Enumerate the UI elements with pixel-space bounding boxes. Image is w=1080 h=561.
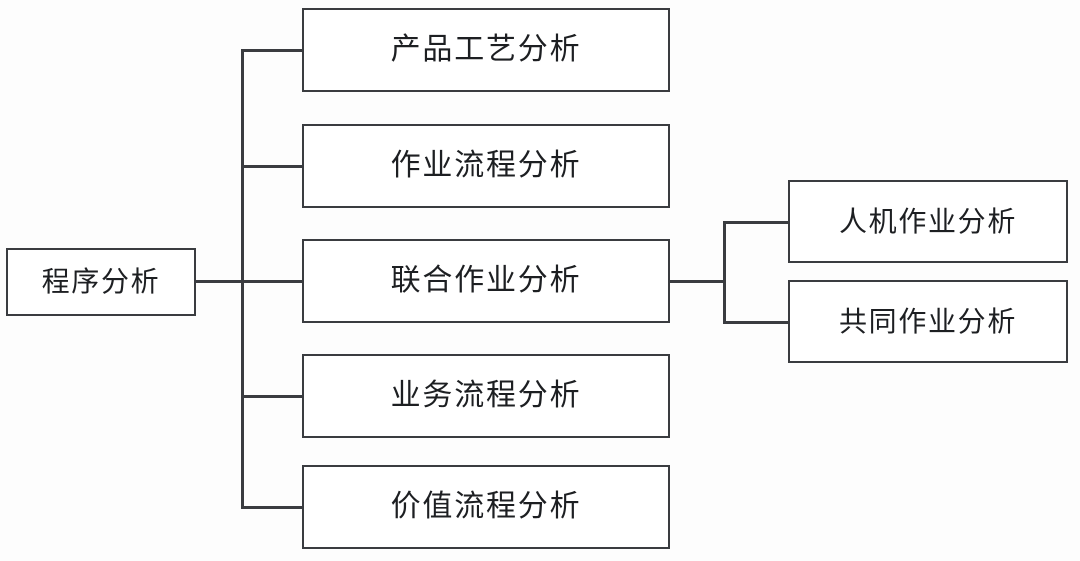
- node-label: 共同作业分析: [838, 304, 1018, 338]
- node-label: 人机作业分析: [838, 204, 1018, 238]
- node-label: 业务流程分析: [390, 378, 582, 413]
- node-leaf-1-ren-ji-zuo-ye[interactable]: 人机作业分析: [788, 180, 1068, 263]
- connector-branch-3-to-right-spine: [670, 280, 725, 283]
- connector-spine-to-branch-4: [241, 395, 304, 398]
- connector-spine-to-branch-2: [241, 165, 304, 168]
- node-label: 程序分析: [41, 265, 161, 298]
- node-leaf-2-gong-tong-zuo-ye[interactable]: 共同作业分析: [788, 280, 1068, 363]
- node-branch-1-chan-pin-gong-yi[interactable]: 产品工艺分析: [302, 8, 670, 92]
- connector-spine-to-branch-3: [241, 280, 304, 283]
- node-branch-3-lian-he-zuo-ye[interactable]: 联合作业分析: [302, 239, 670, 323]
- node-label: 价值流程分析: [390, 489, 582, 524]
- connector-root-to-spine: [196, 280, 243, 283]
- node-label: 产品工艺分析: [390, 32, 582, 67]
- node-root-cheng-xu-fen-xi[interactable]: 程序分析: [6, 248, 196, 316]
- node-branch-5-jia-zhi-liu-cheng[interactable]: 价值流程分析: [302, 465, 670, 549]
- connector-right-spine: [723, 221, 726, 324]
- node-label: 联合作业分析: [390, 263, 582, 298]
- node-branch-2-zuo-ye-liu-cheng[interactable]: 作业流程分析: [302, 124, 670, 208]
- connector-spine-to-branch-5: [241, 506, 304, 509]
- node-label: 作业流程分析: [390, 148, 582, 183]
- connector-spine-to-branch-1: [241, 49, 304, 52]
- connector-left-spine: [241, 49, 244, 509]
- node-branch-4-ye-wu-liu-cheng[interactable]: 业务流程分析: [302, 354, 670, 438]
- connector-right-spine-to-leaf-2: [723, 321, 790, 324]
- connector-right-spine-to-leaf-1: [723, 221, 790, 224]
